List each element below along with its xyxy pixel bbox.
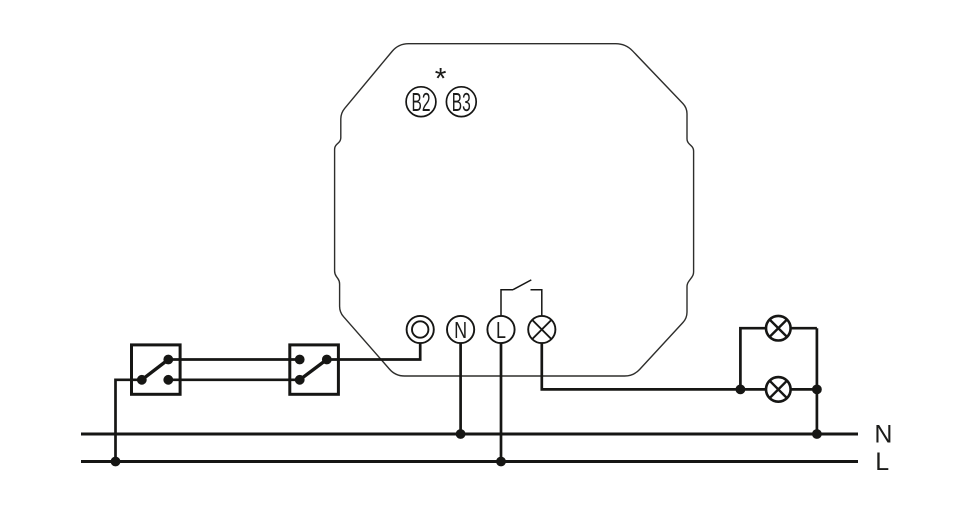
terminal-neutral-circle [446,314,476,345]
button-b3-circle [445,85,478,118]
lamp-2-cross-stroke-2 [768,379,788,399]
terminal-output-circle [405,314,435,345]
button-b3-label: B3 [452,89,471,117]
wire-line-to-switch [114,378,142,462]
junction-dot-1 [110,456,121,467]
junction-dot-5 [812,384,822,395]
actuator-outline [333,43,695,377]
junction-dot-2 [455,429,466,439]
button-b2-label: B2 [412,89,431,117]
bus-label-l: L [875,448,889,476]
two-way-switch-1-contact-2 [163,354,174,365]
wire-load-to-lamps [540,343,741,391]
junction-dot-4 [735,384,746,395]
two-way-switch-2-contact-3 [321,354,332,365]
terminal-line-label: L [496,317,506,343]
relay-contact-right-leg [530,288,543,316]
two-way-switch-2-blade [298,357,329,382]
lamp-1-cross-stroke-2 [768,318,788,338]
terminal-load-cross-stroke-2 [531,319,553,340]
terminal-line-circle [486,314,516,345]
two-way-switch-2-contact-2 [294,374,305,385]
two-way-switch-1-blade [140,357,170,382]
terminal-output-inner-circle [411,320,430,339]
junction-dot-6 [812,429,822,439]
wire-output-to-switch [326,343,422,361]
two-way-switch-2-box [288,343,340,396]
relay-contact-left-leg [500,288,513,316]
two-way-switch-1-contact-1 [136,374,147,385]
junction-dot-3 [496,456,506,467]
relay-contact-blade [512,279,532,291]
two-way-switch-2-contact-1 [294,354,305,365]
wire-lamp-branch-left [739,326,766,390]
bus-label-n: N [874,421,892,449]
two-way-switch-1-contact-3 [163,374,174,385]
asterisk-marker: * [435,63,447,96]
button-b2-circle [405,85,437,118]
two-way-switch-1-box [130,343,182,396]
terminal-neutral-label: N [454,317,467,343]
